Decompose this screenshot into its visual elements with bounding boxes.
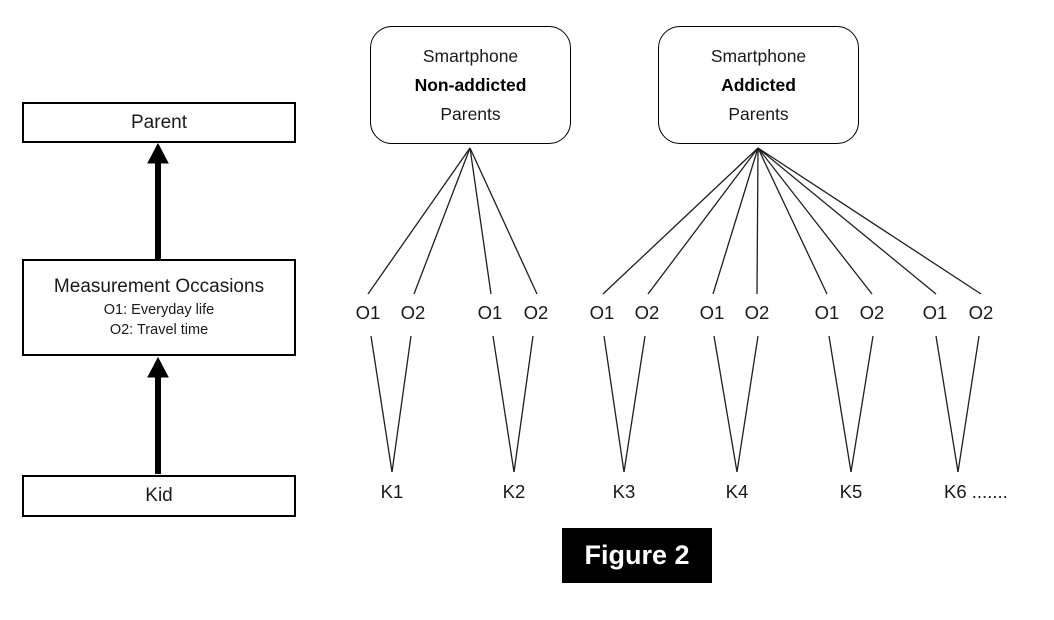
fan-lines-nonaddicted bbox=[367, 147, 538, 295]
occasion-label-k2-o2: O2 bbox=[523, 302, 549, 323]
occasion1-description: O1: Everyday life bbox=[103, 301, 215, 318]
group-addicted-line2: Addicted bbox=[721, 74, 796, 95]
kid-label-k2: K2 bbox=[502, 481, 526, 502]
parent-box-label: Parent bbox=[131, 111, 187, 133]
kid-v-lines bbox=[370, 335, 980, 473]
figure-caption: Figure 2 bbox=[562, 528, 712, 583]
measurement-occasions-box: Measurement Occasions O1: Everyday life … bbox=[22, 259, 296, 356]
occasion-label-k1-o1: O1 bbox=[355, 302, 381, 323]
occasion2-description: O2: Travel time bbox=[109, 321, 209, 338]
occasion-label-k2-o1: O1 bbox=[477, 302, 503, 323]
kid-label-k3: K3 bbox=[612, 481, 636, 502]
parent-box: Parent bbox=[22, 102, 296, 143]
group-nonaddicted-line3: Parents bbox=[440, 103, 501, 124]
group-addicted-line1: Smartphone bbox=[710, 45, 807, 66]
group-addicted-line3: Parents bbox=[728, 103, 789, 124]
occasion-label-k6-o1: O1 bbox=[922, 302, 948, 323]
occasion-label-k5-o2: O2 bbox=[859, 302, 885, 323]
arrow-kid-to-measurement bbox=[147, 356, 169, 474]
kid-box: Kid bbox=[22, 475, 296, 517]
occasion-label-k5-o1: O1 bbox=[814, 302, 840, 323]
occasion-label-k1-o2: O2 bbox=[400, 302, 426, 323]
occasion-label-k3-o2: O2 bbox=[634, 302, 660, 323]
occasion-label-k4-o1: O1 bbox=[699, 302, 725, 323]
kid-label-k1: K1 bbox=[380, 481, 404, 502]
kid-label-k4: K4 bbox=[725, 481, 749, 502]
arrow-measurement-to-parent bbox=[147, 142, 169, 259]
kid-label-k6: K6 ....... bbox=[944, 481, 1008, 502]
kid-box-label: Kid bbox=[145, 485, 173, 506]
figure-caption-label: Figure 2 bbox=[584, 540, 690, 570]
fan-lines-addicted bbox=[602, 147, 982, 295]
occasion-label-k6-o2: O2 bbox=[968, 302, 994, 323]
group-nonaddicted-line2: Non-addicted bbox=[414, 74, 527, 95]
group-box-addicted: Smartphone Addicted Parents bbox=[658, 26, 859, 144]
group-nonaddicted-line1: Smartphone bbox=[422, 45, 519, 66]
kid-label-k5: K5 bbox=[839, 481, 863, 502]
measurement-box-title: Measurement Occasions bbox=[53, 275, 265, 297]
occasion-label-k4-o2: O2 bbox=[744, 302, 770, 323]
group-box-nonaddicted: Smartphone Non-addicted Parents bbox=[370, 26, 571, 144]
occasion-label-k3-o1: O1 bbox=[589, 302, 615, 323]
